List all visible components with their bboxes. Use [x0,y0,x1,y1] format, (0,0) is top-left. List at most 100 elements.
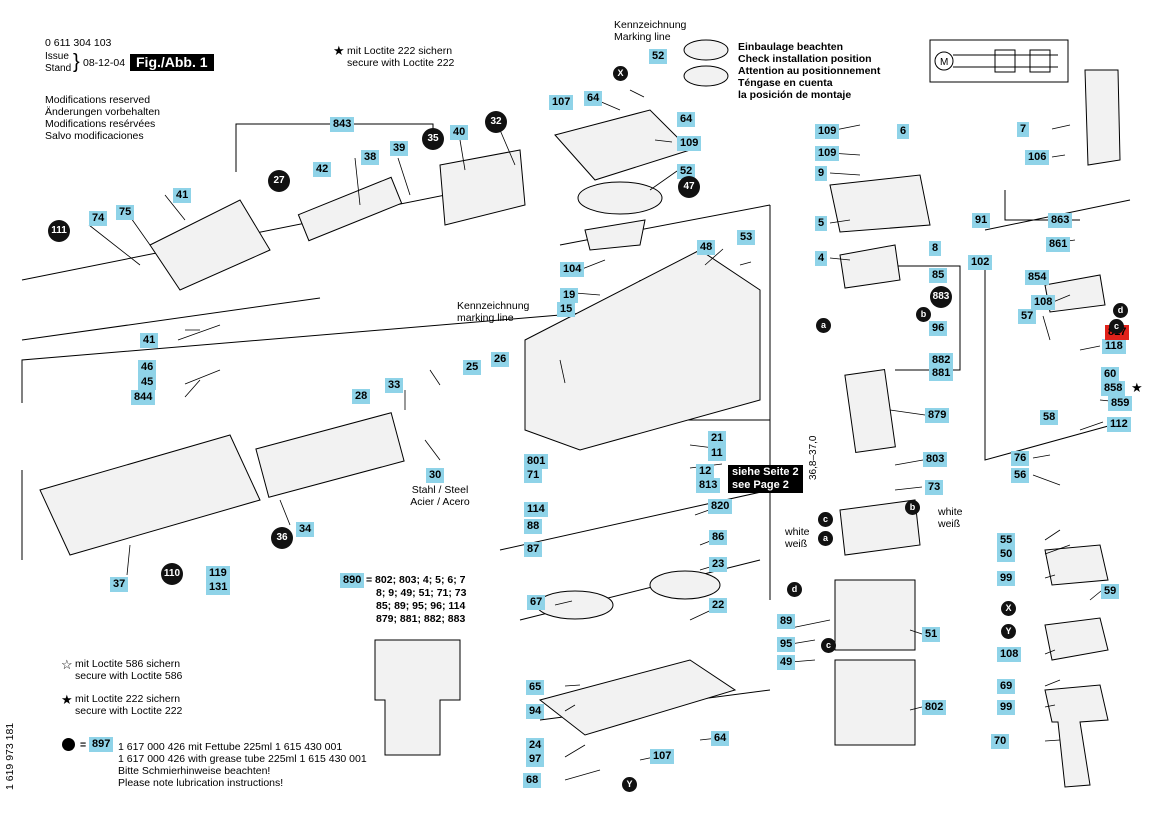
part-label: 107 [650,749,675,764]
set-890-line-0: = 802; 803; 4; 5; 6; 7 [366,574,466,586]
part-label: 67 [527,595,546,610]
part-label: 57 [1018,309,1037,324]
frame-middle [21,309,621,403]
part-label: 64 [584,91,603,106]
part-label: 64 [677,112,696,127]
circled-letter-a: a [818,531,833,546]
part-label: 26 [491,352,510,367]
part-label: 21 [708,431,727,446]
loctite-222-star-icon: ★ [61,692,73,707]
part-label: 12 [696,464,715,479]
see-page-line-0: siehe Seite 2 [732,466,799,478]
loctite-top-line-0: mit Loctite 222 sichern [347,45,453,57]
part-label: 861 [1046,237,1071,252]
part-label: 95 [777,637,796,652]
part-label: 106 [1025,150,1050,165]
loctite-top-line-1: secure with Loctite 222 [347,57,455,69]
part-label: 22 [709,598,728,613]
part-label: 51 [922,627,941,642]
part-label: 68 [523,773,542,788]
part-label: 58 [1040,410,1059,425]
part-label: 91 [972,213,991,228]
grease-line-3: Please note lubrication instructions! [118,777,284,789]
modification-note-1: Änderungen vorbehalten [45,106,161,118]
part-label: 97 [526,752,545,767]
loctite-586-line-1: secure with Loctite 586 [75,670,183,682]
circled-letter-y: Y [622,777,637,792]
fan-shape [839,244,901,289]
loctite-star-icon: ★ [1131,380,1143,395]
white-right-1: weiß [938,518,961,530]
see-page-line-1: see Page 2 [732,479,789,491]
grease-dot-icon [62,738,75,751]
part-label: 131 [206,580,231,595]
part-label: 104 [560,262,585,277]
part-label: 89 [777,614,796,629]
issue-brace: } [73,51,80,73]
gear-cover-shape [554,109,691,181]
part-label: 64 [711,731,730,746]
set-890-line-1: 8; 9; 49; 51; 71; 73 [376,587,467,599]
marking-top-0: Kennzeichnung [614,19,687,31]
part-label: 49 [777,655,796,670]
part-label: 41 [140,333,159,348]
part-label: 4 [815,251,828,266]
circled-letter-a: a [816,318,831,333]
figure-label: Fig./Abb. 1 [130,54,214,71]
side-doc-number: 1 619 973 181 [4,722,16,790]
part-label: 99 [997,700,1016,715]
loctite-222-line-1: secure with Loctite 222 [75,705,183,717]
part-label: 33 [385,378,404,393]
side-handle-shape [1044,684,1109,788]
part-label: 109 [815,124,840,139]
part-label: 70 [991,734,1010,749]
install-note-2: Attention au positionnement [738,65,881,77]
modification-note-2: Modifications resérvées [45,118,156,130]
part-label: 102 [968,255,993,270]
circled-part-number: 35 [422,128,444,150]
stand-label: Stand [45,63,72,74]
motor-housing-shape [834,659,916,746]
part-label: 85 [929,268,948,283]
part-label: 71 [524,468,543,483]
see-page-2-note: siehe Seite 2 see Page 2 [728,465,803,493]
part-label: 73 [925,480,944,495]
part-label: 53 [737,230,756,245]
marking-top-1: Marking line [614,31,671,43]
part-label: 74 [89,211,108,226]
crank-shape [584,219,646,251]
part-label: 38 [361,150,380,165]
circled-letter-c: c [818,512,833,527]
part-label: 39 [390,141,409,156]
cover-plate-shape [1044,544,1109,586]
circled-letter-x: X [613,66,628,81]
part-label: 60 [1101,367,1120,382]
part-label: 69 [997,679,1016,694]
side-handle-top-shape [1044,617,1109,661]
part-label: 15 [557,302,576,317]
circled-part-number: 883 [930,286,952,308]
bearing-note-1: Acier / Acero [410,496,470,508]
grease-number: 897 [89,737,114,752]
part-label: 107 [549,95,574,110]
circled-letter-c: c [1109,319,1124,334]
part-label: 52 [677,164,696,179]
part-label: 863 [1048,213,1073,228]
marking-housing-1: marking line [457,312,514,324]
part-label: 28 [352,389,371,404]
part-label: 50 [997,547,1016,562]
part-label: 24 [526,738,545,753]
part-label: 881 [929,366,954,381]
part-label: 41 [173,188,192,203]
part-label: 802 [922,700,947,715]
part-label: 42 [313,162,332,177]
frame-bracket-85 [895,265,961,371]
part-label: 40 [450,125,469,140]
issue-date: 08-12-04 [83,57,126,69]
part-label: 801 [524,454,549,469]
frame-upper-left-2 [21,297,321,341]
circled-letter-y: Y [1001,624,1016,639]
white-left-1: weiß [785,538,808,550]
circled-letter-b: b [916,307,931,322]
